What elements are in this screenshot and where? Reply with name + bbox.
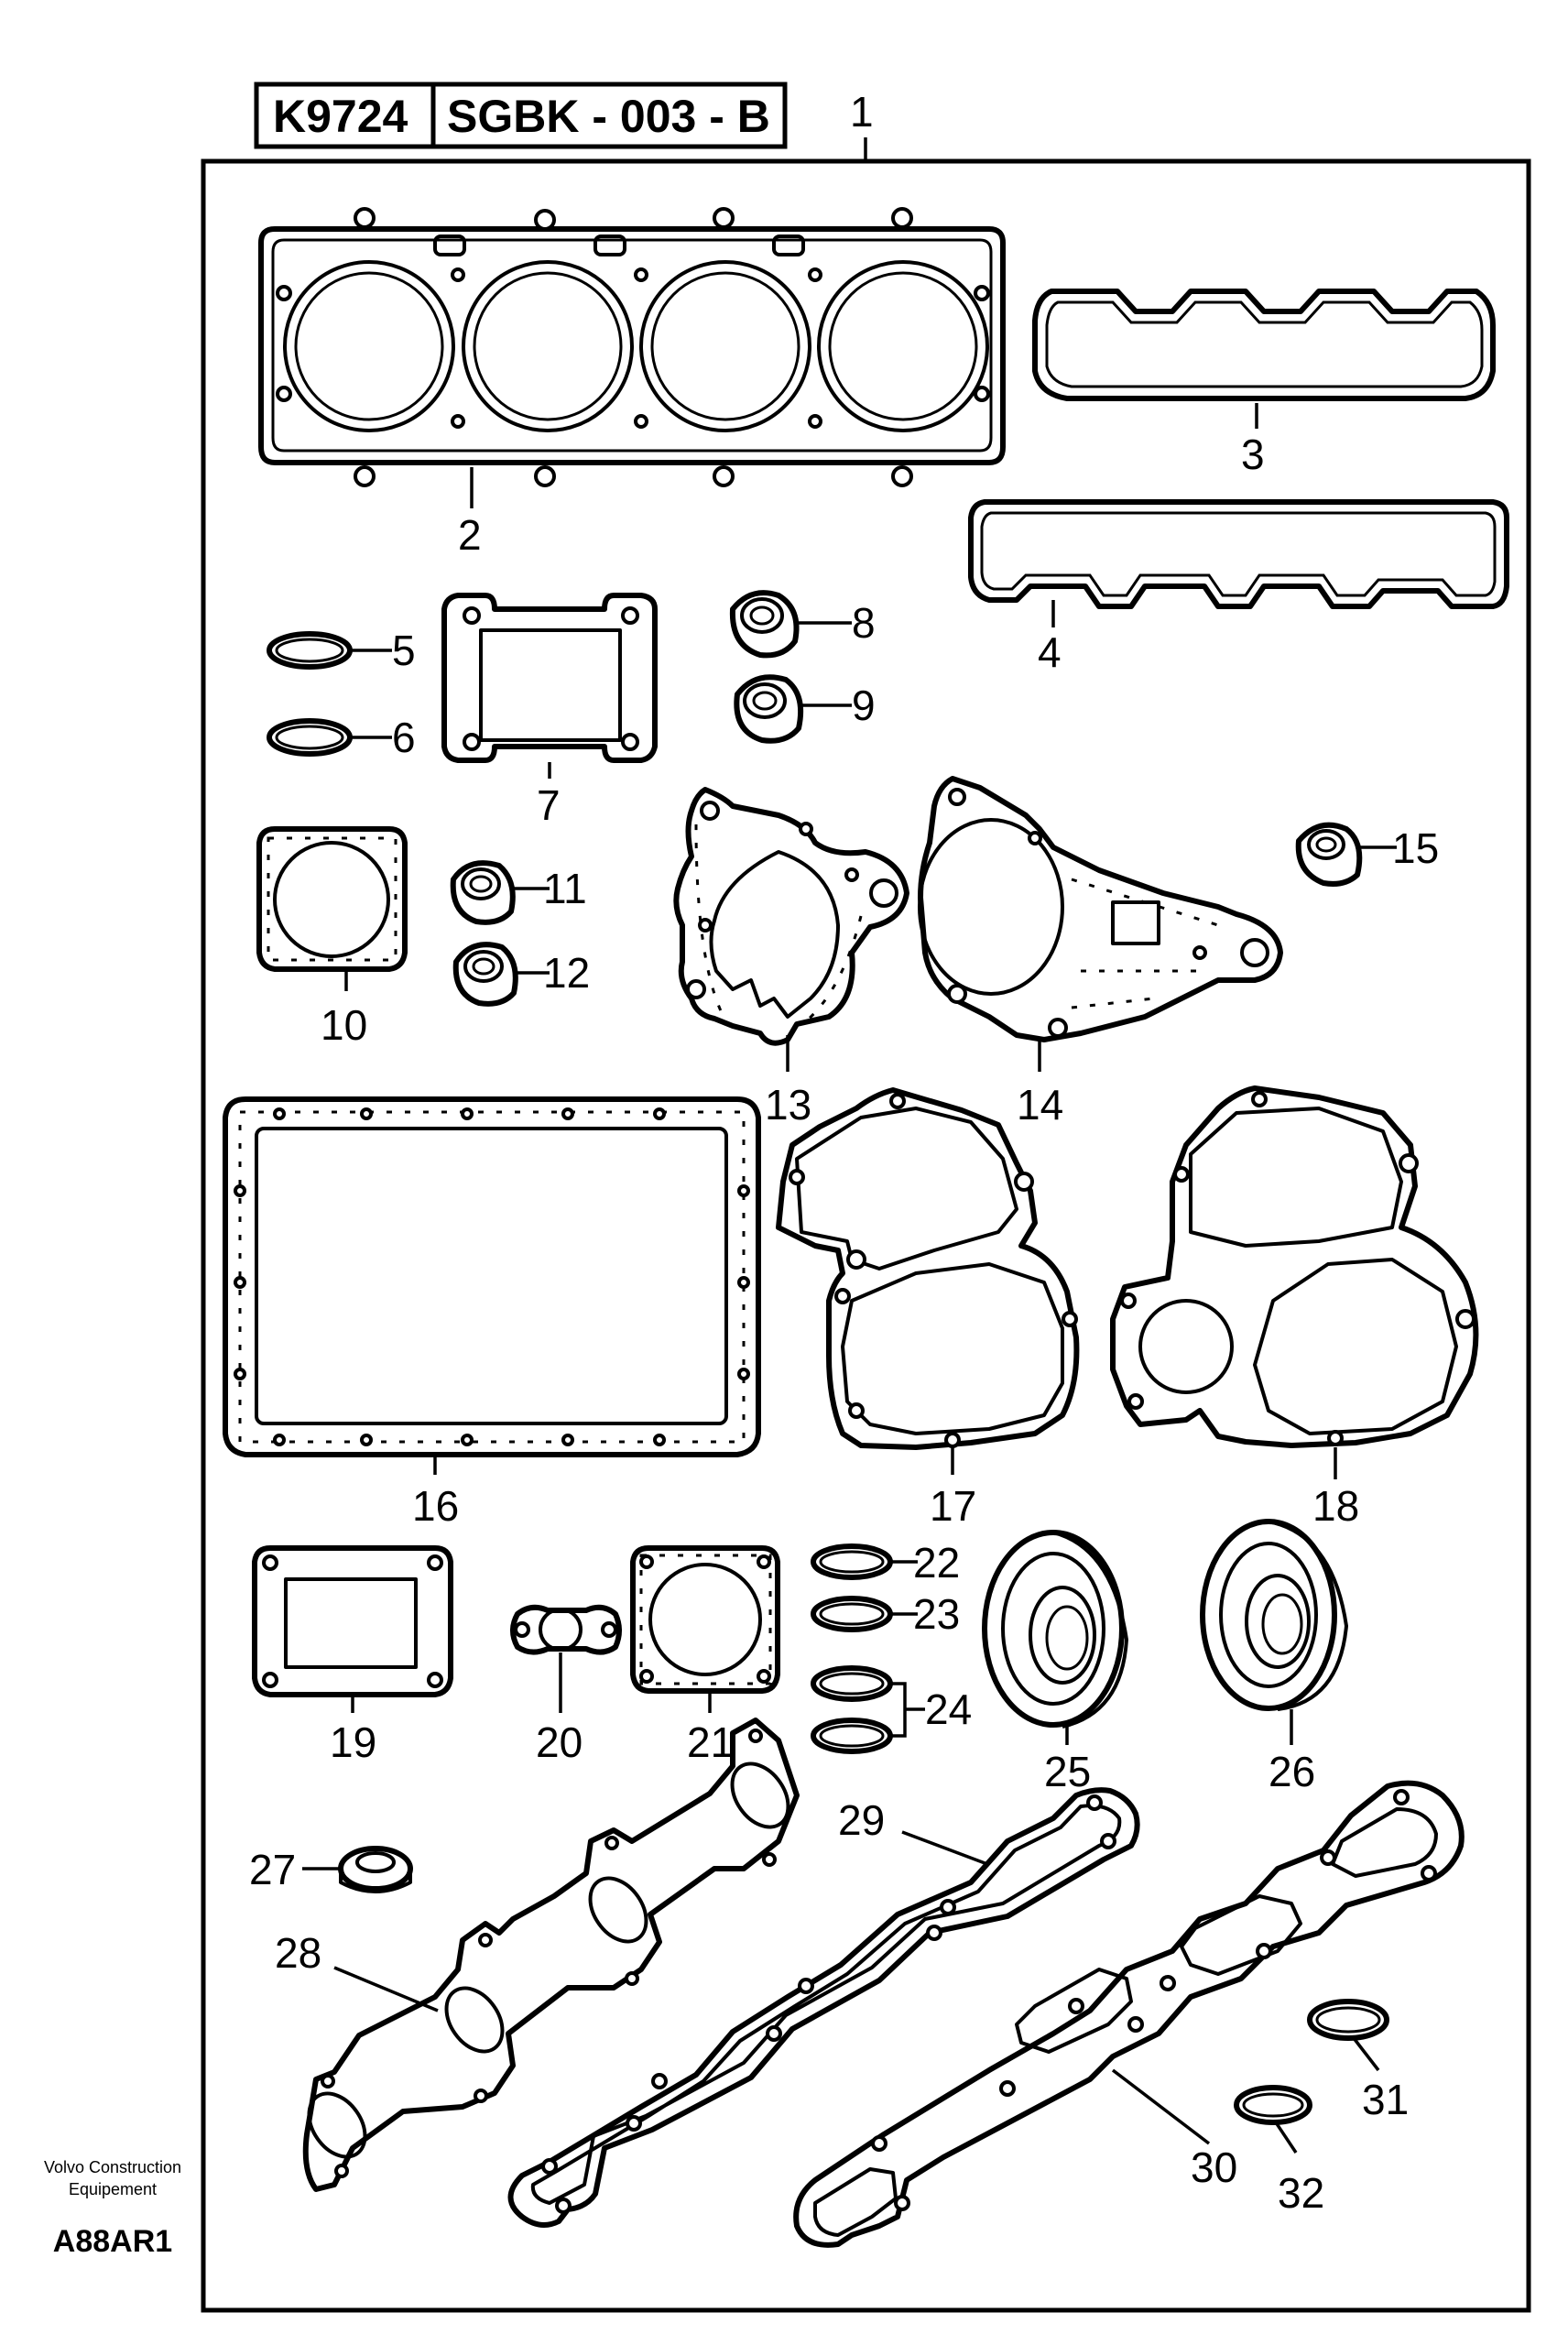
callout-29: 29: [838, 1796, 885, 1844]
timing-cover-gasket-17: [776, 1087, 1080, 1450]
footer-company-line1: Volvo Construction: [44, 2158, 181, 2176]
rect-gasket-19: [252, 1545, 453, 1697]
cylinder-head-gasket: [258, 207, 1006, 487]
callout-12: 12: [543, 949, 590, 997]
o-ring-24b: [811, 1718, 893, 1754]
callout-11: 11: [543, 865, 587, 912]
timing-plate-gasket-14: [918, 776, 1283, 1042]
oil-pan-gasket: [223, 1096, 761, 1457]
callout-26: 26: [1269, 1748, 1315, 1795]
callout-31: 31: [1362, 2076, 1409, 2123]
seal-11: [450, 860, 516, 925]
footer-drawing-code: A88AR1: [53, 2224, 172, 2259]
timing-cover-gasket-18: [1110, 1085, 1479, 1448]
rocker-cover-gasket: [968, 499, 1509, 609]
footer-company-line2: Equipement: [69, 2180, 157, 2198]
valve-cover-gasket: [1032, 289, 1496, 401]
callout-7: 7: [537, 781, 561, 829]
callout-18: 18: [1312, 1482, 1359, 1530]
callout-28: 28: [275, 1929, 321, 1977]
washer-seal-27: [338, 1846, 413, 1893]
callout-5: 5: [392, 627, 416, 674]
callout-2: 2: [458, 511, 482, 559]
callout-1: 1: [850, 88, 874, 136]
callout-27: 27: [249, 1846, 296, 1893]
kit-frame: [201, 158, 1531, 2313]
seal-8: [729, 590, 800, 659]
callout-23: 23: [913, 1590, 960, 1638]
callout-10: 10: [321, 1001, 367, 1049]
intake-gasket-29: [507, 1787, 1140, 2228]
callout-24: 24: [925, 1685, 972, 1733]
intake-gasket-30: [793, 1780, 1465, 2248]
flange-gasket-7: [441, 593, 658, 763]
o-ring-23: [811, 1596, 893, 1632]
o-ring-5: [267, 631, 353, 670]
square-gasket-21: [630, 1545, 780, 1694]
callout-30: 30: [1191, 2143, 1237, 2191]
flange-gasket-20: [510, 1604, 622, 1655]
header-group: SGBK - 003 - B: [447, 91, 770, 142]
callout-15: 15: [1392, 824, 1439, 872]
callout-8: 8: [852, 599, 876, 647]
callout-20: 20: [536, 1718, 583, 1766]
o-ring-31: [1307, 1999, 1389, 2041]
crank-seal-25: [982, 1530, 1128, 1729]
timing-gasket-13: [673, 787, 909, 1046]
callout-13: 13: [765, 1081, 811, 1129]
callout-14: 14: [1017, 1081, 1063, 1129]
callout-21: 21: [687, 1718, 734, 1766]
callout-16: 16: [412, 1482, 459, 1530]
header-box: K9724 SGBK - 003 - B: [254, 82, 788, 149]
callout-4: 4: [1038, 628, 1062, 676]
crank-seal-26: [1200, 1519, 1348, 1711]
header-code: K9724: [273, 91, 408, 142]
callout-3: 3: [1241, 431, 1265, 478]
callout-6: 6: [392, 714, 416, 761]
exhaust-manifold-gasket: [302, 1718, 800, 2192]
callout-32: 32: [1278, 2169, 1324, 2217]
o-ring-24a: [811, 1665, 893, 1702]
o-ring-22: [811, 1543, 893, 1580]
o-ring-6: [267, 718, 353, 757]
seal-9: [734, 674, 804, 744]
o-ring-32: [1234, 2085, 1312, 2125]
seal-12: [452, 942, 518, 1007]
callout-22: 22: [913, 1539, 960, 1587]
callout-9: 9: [852, 682, 876, 729]
callout-19: 19: [330, 1718, 376, 1766]
callout-25: 25: [1044, 1748, 1091, 1795]
callout-17: 17: [930, 1482, 976, 1530]
seal-15: [1295, 822, 1363, 887]
square-gasket-10: [256, 826, 408, 972]
